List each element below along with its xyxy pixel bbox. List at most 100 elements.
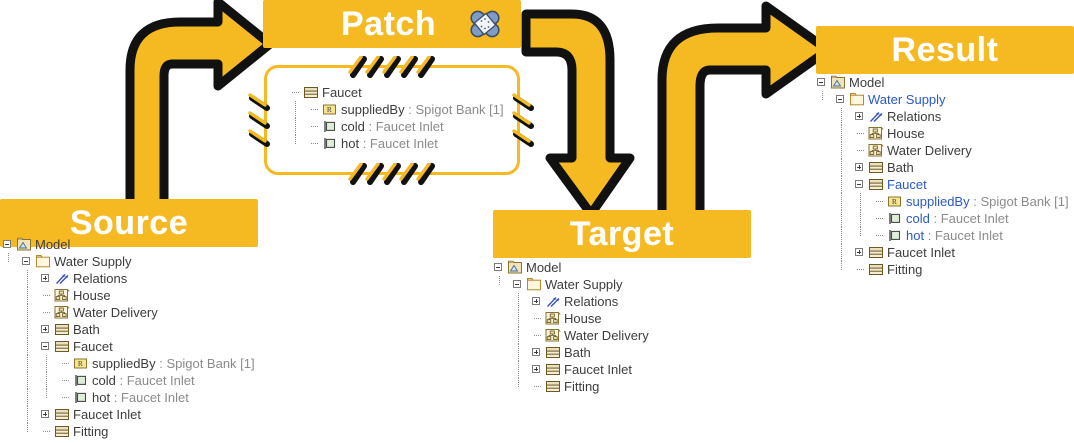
tree-twisty-collapse[interactable] bbox=[512, 276, 525, 293]
tree-item-name: hot bbox=[906, 228, 925, 243]
tree-row[interactable]: Relations bbox=[2, 270, 255, 287]
tree-row[interactable]: Bath bbox=[816, 159, 1069, 176]
arrow-source-to-patch bbox=[125, 0, 275, 215]
tree-row[interactable]: hot : Faucet Inlet bbox=[816, 227, 1069, 244]
tree-row[interactable]: Faucet Inlet bbox=[816, 244, 1069, 261]
tree-row[interactable]: Water Supply bbox=[2, 253, 255, 270]
tree-item-label: Model bbox=[35, 236, 70, 253]
tree-twisty-collapse[interactable] bbox=[816, 74, 829, 91]
tree-connector bbox=[59, 372, 72, 389]
tree-guide bbox=[27, 406, 29, 423]
tree-connector bbox=[308, 118, 321, 135]
tree-guide bbox=[46, 389, 48, 398]
tree-item-type: : Faucet Inlet bbox=[929, 211, 1009, 226]
tree-row[interactable]: House bbox=[493, 310, 649, 327]
tree-connector bbox=[40, 287, 53, 304]
tree-twisty-collapse[interactable] bbox=[40, 338, 53, 355]
tree-item-name: Water Supply bbox=[545, 277, 623, 292]
tree-row[interactable]: House bbox=[2, 287, 255, 304]
tree-row[interactable]: Water Delivery bbox=[816, 142, 1069, 159]
tree-item-label: Relations bbox=[73, 270, 127, 287]
tree-row[interactable]: Bath bbox=[493, 344, 649, 361]
tree-row[interactable]: cold : Faucet Inlet bbox=[289, 118, 504, 135]
tree-row[interactable]: Model bbox=[2, 236, 255, 253]
tree-row[interactable]: Fitting bbox=[816, 261, 1069, 278]
tree-connector bbox=[531, 310, 544, 327]
tree-item-label: Water Delivery bbox=[564, 327, 649, 344]
tree-guide bbox=[841, 227, 843, 244]
tree-twisty-expand[interactable] bbox=[854, 244, 867, 261]
tree-item-name: cold bbox=[92, 373, 116, 388]
tree-item-name: Fitting bbox=[73, 424, 109, 439]
tree-row[interactable]: Faucet bbox=[289, 84, 504, 101]
tree-row[interactable]: Relations bbox=[816, 108, 1069, 125]
tree-item-label: Model bbox=[526, 259, 561, 276]
tree-row[interactable]: Fitting bbox=[493, 378, 649, 395]
tree-twisty-expand[interactable] bbox=[40, 406, 53, 423]
class-block-icon bbox=[545, 362, 561, 377]
tree-guide bbox=[295, 135, 297, 144]
tree-item-name: House bbox=[887, 126, 925, 141]
tree-item-type: : Faucet Inlet bbox=[115, 373, 195, 388]
tree-row[interactable]: Fitting bbox=[2, 423, 255, 440]
tree-row[interactable]: Water Supply bbox=[493, 276, 649, 293]
tree-item-label: Faucet Inlet bbox=[564, 361, 632, 378]
tree-row[interactable]: Faucet Inlet bbox=[493, 361, 649, 378]
reference-r-icon: R bbox=[322, 102, 338, 117]
tree-twisty-collapse[interactable] bbox=[854, 176, 867, 193]
tree-twisty-expand[interactable] bbox=[531, 361, 544, 378]
tree-item-label: House bbox=[564, 310, 602, 327]
tree-row[interactable]: hot : Faucet Inlet bbox=[289, 135, 504, 152]
tree-row[interactable]: cold : Faucet Inlet bbox=[816, 210, 1069, 227]
tree-item-name: Bath bbox=[73, 322, 100, 337]
tree-twisty-collapse[interactable] bbox=[835, 91, 848, 108]
tree-connector bbox=[59, 389, 72, 406]
tree-item-label: Fitting bbox=[564, 378, 599, 395]
tree-twisty-collapse[interactable] bbox=[21, 253, 34, 270]
tree-item-name: Water Delivery bbox=[887, 143, 972, 158]
tree-row[interactable]: House bbox=[816, 125, 1069, 142]
tree-twisty-expand[interactable] bbox=[854, 108, 867, 125]
svg-text:R: R bbox=[892, 197, 897, 206]
tree-twisty-expand[interactable] bbox=[40, 270, 53, 287]
tree-twisty-collapse[interactable] bbox=[493, 259, 506, 276]
tree-item-label: suppliedBy : Spigot Bank [1] bbox=[906, 193, 1069, 210]
banner-source-label: Source bbox=[69, 204, 189, 242]
class-block-icon bbox=[868, 245, 884, 260]
tree-row[interactable]: Model bbox=[493, 259, 649, 276]
tree-row[interactable]: Water Delivery bbox=[2, 304, 255, 321]
tree-row[interactable]: hot : Faucet Inlet bbox=[2, 389, 255, 406]
tree-item-name: Faucet Inlet bbox=[564, 362, 632, 377]
tree-guide bbox=[27, 372, 29, 389]
tree-row[interactable]: Model bbox=[816, 74, 1069, 91]
tree-row[interactable]: Bath bbox=[2, 321, 255, 338]
tree-twisty-expand[interactable] bbox=[854, 159, 867, 176]
tree-row[interactable]: Relations bbox=[493, 293, 649, 310]
tree-item-name: hot bbox=[92, 390, 111, 405]
tree-row[interactable]: Faucet bbox=[2, 338, 255, 355]
tree-item-name: Water Supply bbox=[54, 254, 132, 269]
tree-row[interactable]: cold : Faucet Inlet bbox=[2, 372, 255, 389]
tree-row[interactable]: Faucet Inlet bbox=[2, 406, 255, 423]
tree-twisty-expand[interactable] bbox=[531, 344, 544, 361]
tree-row[interactable]: Faucet bbox=[816, 176, 1069, 193]
tree-item-label: Water Supply bbox=[545, 276, 623, 293]
tree-guide bbox=[860, 227, 862, 236]
tree-connector bbox=[854, 142, 867, 159]
tree-item-name: Relations bbox=[564, 294, 619, 309]
tree-row[interactable]: Water Delivery bbox=[493, 327, 649, 344]
tree-row[interactable]: Water Supply bbox=[816, 91, 1069, 108]
tree-twisty-expand[interactable] bbox=[40, 321, 53, 338]
banner-patch-label: Patch bbox=[341, 5, 437, 43]
tree-twisty-collapse[interactable] bbox=[2, 236, 15, 253]
tree-twisty-expand[interactable] bbox=[531, 293, 544, 310]
tree-item-label: suppliedBy : Spigot Bank [1] bbox=[341, 101, 504, 118]
